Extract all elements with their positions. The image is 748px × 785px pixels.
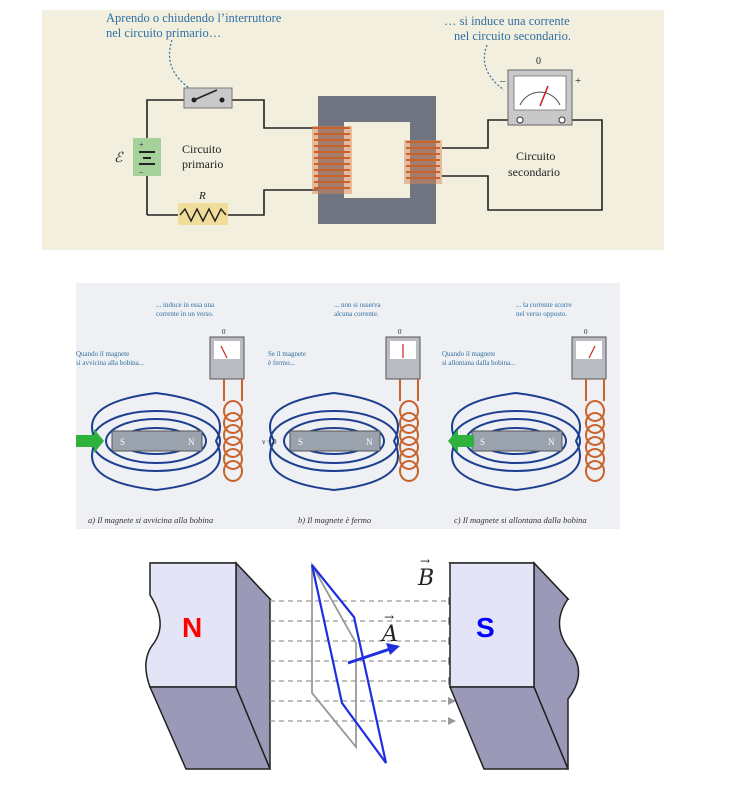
primary-label-line2: primario <box>182 157 223 171</box>
primary-coil <box>312 126 352 194</box>
b-vector-label: B <box>417 566 434 591</box>
north-pole-label: N <box>182 612 202 643</box>
resistor-icon <box>178 203 228 225</box>
svg-text:Quando il magnete: Quando il magnete <box>76 350 129 358</box>
meter-plus-label: + <box>575 75 581 87</box>
magnet-coil-diagram: ... induce in essa una corrente in un ve… <box>76 283 620 529</box>
caption-switch-line1: Aprendo o chiudendo l’interruttore <box>106 11 282 25</box>
caption-induce-line2: nel circuito secondario. <box>454 29 571 43</box>
svg-text:S: S <box>120 437 125 447</box>
svg-text:... la corrente scorre: ... la corrente scorre <box>516 301 572 309</box>
field-lines <box>270 600 448 722</box>
svg-text:S: S <box>480 437 485 447</box>
magnet-a: S N <box>111 430 203 452</box>
svg-text:si avvicina alla bobina...: si avvicina alla bobina... <box>76 359 144 367</box>
pointer-switch <box>168 39 193 91</box>
current-loop <box>310 564 388 764</box>
coil-b <box>399 379 419 482</box>
velocity-zero-label: v = 0 <box>262 438 277 446</box>
switch-icon <box>183 87 233 109</box>
caption-induce-line1: … si induce una corrente <box>444 14 570 28</box>
south-magnet <box>448 561 580 770</box>
resistor-label: R <box>198 190 206 202</box>
coil-c <box>585 379 605 482</box>
subpanel-c: ... la corrente scorre nel verso opposto… <box>442 301 607 525</box>
a-vector-label: A <box>380 622 398 647</box>
svg-text:alcuna corrente.: alcuna corrente. <box>334 310 379 318</box>
secondary-coil <box>404 140 442 184</box>
magnet-c: S N <box>471 430 563 452</box>
caption-switch-line2: nel circuito primario… <box>106 26 221 40</box>
svg-text:0: 0 <box>584 328 588 336</box>
secondary-label-line2: secondario <box>508 165 560 179</box>
svg-text:S: S <box>298 437 303 447</box>
subpanel-b: ... non si osserva alcuna corrente. Se i… <box>262 301 421 525</box>
svg-text:è fermo...: è fermo... <box>268 359 295 367</box>
svg-text:si allontana dalla bobina...: si allontana dalla bobina... <box>442 359 516 367</box>
field-lines-a <box>91 391 221 492</box>
galvanometer-b-icon <box>385 336 421 380</box>
svg-text:corrente in un verso.: corrente in un verso. <box>156 310 214 318</box>
meter-zero-label: 0 <box>536 56 541 67</box>
galvanometer-a-icon <box>209 336 245 380</box>
svg-text:+: + <box>139 140 144 149</box>
svg-text:... induce in essa una: ... induce in essa una <box>156 301 215 309</box>
transformer-diagram: Aprendo o chiudendo l’interruttore nel c… <box>42 10 664 250</box>
b-vector-arrow-icon: → <box>420 555 430 568</box>
coil-a <box>223 379 243 482</box>
svg-text:Quando il magnete: Quando il magnete <box>442 350 495 358</box>
north-magnet <box>145 561 272 770</box>
svg-text:N: N <box>548 437 555 447</box>
svg-text:Se il magnete: Se il magnete <box>268 350 306 358</box>
secondary-label-line1: Circuito <box>516 149 555 163</box>
subpanel-a: ... induce in essa una corrente in un ve… <box>76 301 245 525</box>
area-vector <box>347 647 391 665</box>
pointer-meter <box>483 44 505 91</box>
subcaption-a: a) Il magnete si avvicina alla bobina <box>88 515 213 525</box>
svg-text:N: N <box>188 437 195 447</box>
arrow-left-icon <box>448 429 474 453</box>
svg-text:0: 0 <box>222 328 226 336</box>
svg-text:–: – <box>138 167 144 176</box>
svg-text:N: N <box>366 437 373 447</box>
subcaption-b: b) Il magnete è fermo <box>298 515 371 525</box>
emf-symbol: ℰ <box>114 151 124 166</box>
battery-icon: + – <box>133 138 161 176</box>
subcaption-c: c) Il magnete si allontana dalla bobina <box>454 515 587 525</box>
arrow-right-icon <box>76 429 104 453</box>
flux-diagram: N A → B → S <box>130 555 610 775</box>
magnet-b: S N <box>289 430 381 452</box>
galvanometer-icon <box>507 69 573 126</box>
reference-loop <box>311 561 357 750</box>
meter-minus-label: – <box>499 75 506 87</box>
a-vector-arrow-icon: → <box>384 610 394 624</box>
svg-text:... non si osserva: ... non si osserva <box>334 301 382 309</box>
south-pole-label: S <box>476 612 495 643</box>
area-vector-arrowhead <box>386 643 400 655</box>
svg-text:0: 0 <box>398 328 402 336</box>
svg-text:nel verso opposto.: nel verso opposto. <box>516 310 567 318</box>
primary-label-line1: Circuito <box>182 142 221 156</box>
galvanometer-c-icon <box>571 336 607 380</box>
